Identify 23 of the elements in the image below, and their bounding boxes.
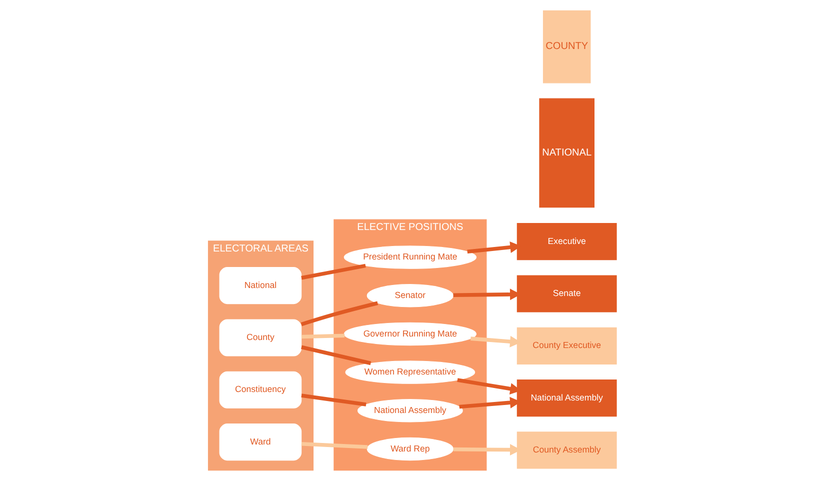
connector: [301, 334, 345, 339]
node-box: County Assembly: [516, 432, 617, 469]
node-ellipse: Senator: [366, 284, 454, 308]
node-ellipse: Women Representative: [345, 360, 476, 384]
node-box: NATIONAL: [539, 98, 594, 208]
connector: [301, 264, 366, 280]
node-ellipse: Ward Rep: [366, 437, 454, 461]
node-box: Senate: [516, 275, 617, 312]
node-box: National: [219, 267, 302, 304]
connector: [301, 442, 368, 449]
node-box: National Assembly: [516, 380, 617, 417]
node-box: COUNTY: [542, 10, 591, 84]
node-box: County: [219, 319, 302, 356]
node-ellipse: President Running Mate: [344, 246, 477, 269]
connector: [301, 345, 372, 366]
connector: [301, 394, 366, 406]
connector: [300, 301, 378, 326]
node-ellipse: National Assembly: [357, 399, 463, 422]
node-box: County Executive: [516, 327, 617, 364]
node-box: Executive: [516, 223, 617, 260]
node-box: Constituency: [219, 371, 302, 408]
node-box: Ward: [219, 424, 302, 461]
node-ellipse: Governor Running Mate: [344, 322, 477, 346]
